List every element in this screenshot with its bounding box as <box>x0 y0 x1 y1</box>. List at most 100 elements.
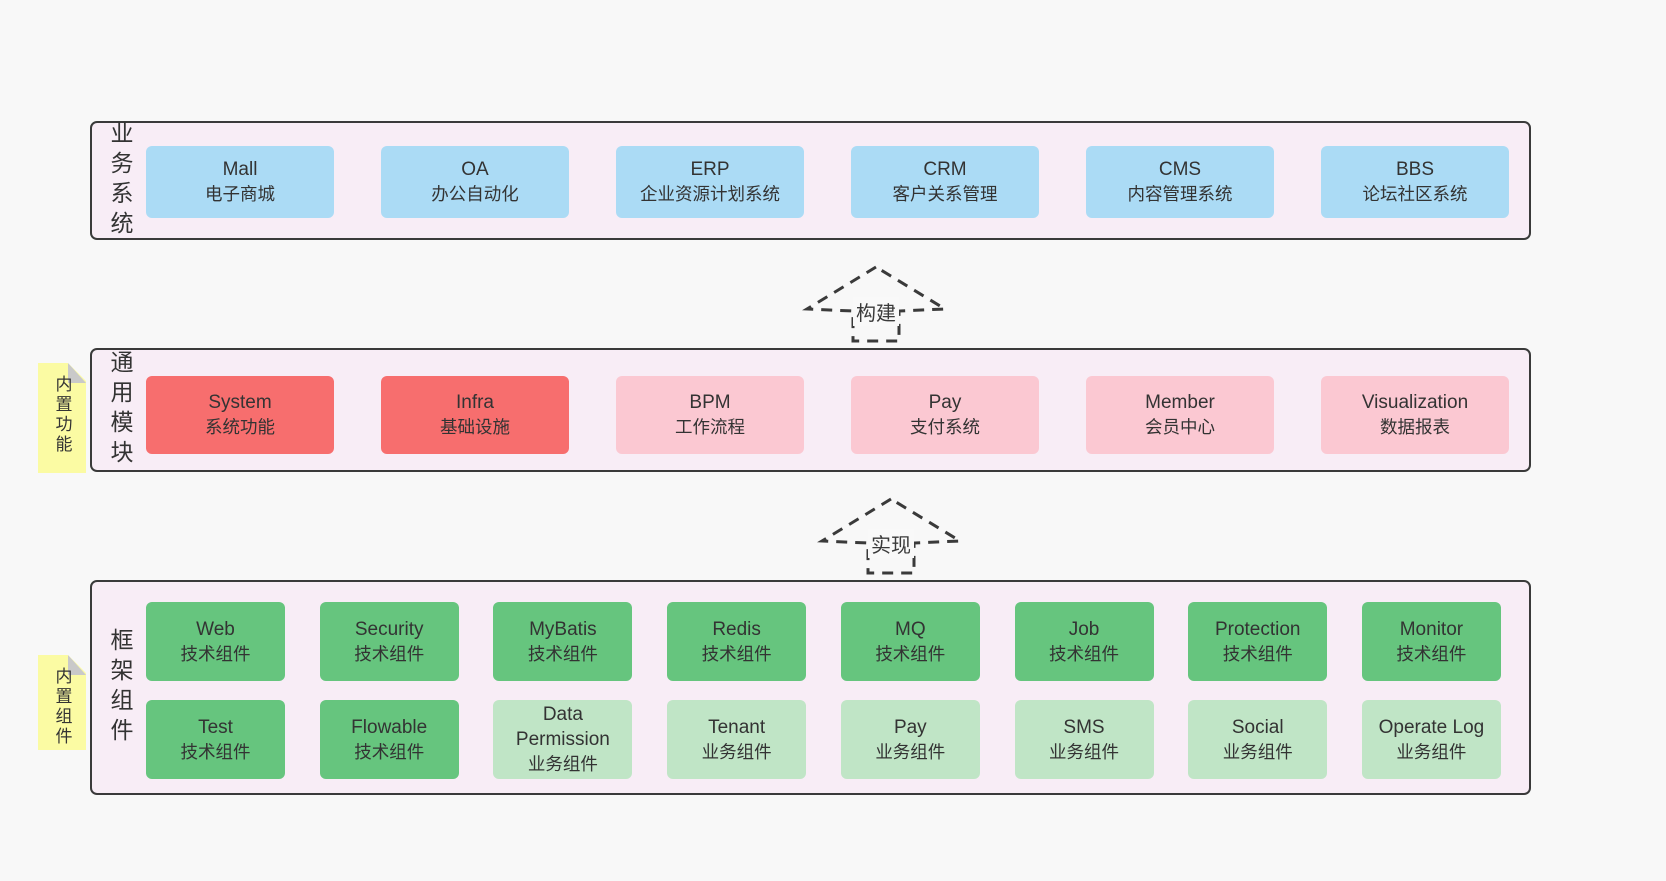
box-subtitle: 技术组件 <box>354 741 425 762</box>
box-web: Web 技术组件 <box>146 602 285 681</box>
box-title: Infra <box>455 392 495 413</box>
box-title: Protection <box>1214 618 1301 640</box>
box-title: SMS <box>1063 716 1105 738</box>
box-security: Security 技术组件 <box>319 602 459 681</box>
box-title: Pay <box>893 716 927 738</box>
box-oa: OA 办公自动化 <box>381 146 569 218</box>
box-mybatis: MyBatis 技术组件 <box>493 602 633 681</box>
box-cms: CMS 内容管理系统 <box>1086 146 1274 218</box>
box-system: System 系统功能 <box>146 376 334 454</box>
box-title: BBS <box>1395 159 1435 180</box>
box-subtitle: 技术组件 <box>354 643 425 664</box>
box-bpm: BPM 工作流程 <box>616 376 804 454</box>
box-title: Operate Log <box>1378 716 1485 738</box>
box-crm: CRM 客户关系管理 <box>851 146 1039 218</box>
sticky-note-built-in-components: 内置组件 <box>38 655 86 750</box>
box-bbs: BBS 论坛社区系统 <box>1321 146 1509 218</box>
box-subtitle: 技术组件 <box>180 741 251 762</box>
box-subtitle: 业务组件 <box>1396 741 1467 762</box>
box-monitor: Monitor 技术组件 <box>1361 602 1501 681</box>
layer-label-common-modules: 通用模块 <box>107 350 133 470</box>
common-modules-rows: System 系统功能 Infra 基础设施 BPM 工作流程 Pay 支付系统 Member 会… <box>92 350 1529 470</box>
box-sms: SMS 业务组件 <box>1014 700 1154 779</box>
box-title: MQ <box>895 618 926 640</box>
box-subtitle: 业务组件 <box>1049 741 1120 762</box>
box-subtitle: 论坛社区系统 <box>1362 184 1468 204</box>
build-arrow-up-icon: 构建 <box>801 263 951 345</box>
box-title: System <box>208 392 272 413</box>
box-title: MyBatis <box>529 618 597 640</box>
layer-label-business-systems: 业务系统 <box>107 120 133 241</box>
box-subtitle: 业务组件 <box>1222 741 1293 762</box>
box-title: Monitor <box>1399 618 1464 640</box>
box-redis: Redis 技术组件 <box>667 602 807 681</box>
dashed-up-arrow-icon <box>802 265 950 343</box>
box-subtitle: 支付系统 <box>910 417 980 437</box>
box-flowable: Flowable 技术组件 <box>319 700 459 779</box>
box-subtitle: 业务组件 <box>527 754 598 774</box>
layer-common-modules: 通用模块 System 系统功能 Infra 基础设施 BPM 工作流程 Pay 支付系统 Me… <box>90 348 1531 472</box>
box-subtitle: 技术组件 <box>1049 643 1120 664</box>
box-title: Data Permission <box>515 704 610 750</box>
box-visualization: Visualization 数据报表 <box>1321 376 1509 454</box>
box-title: Test <box>198 716 233 738</box>
layer-business-systems: 业务系统 Mall 电子商城 OA 办公自动化 ERP 企业资源计划系统 CRM 客户关系管理… <box>90 120 1531 241</box>
box-title: Mall <box>222 159 258 180</box>
box-data-permission: Data Permission 业务组件 <box>493 700 633 779</box>
box-title: ERP <box>690 159 730 180</box>
box-subtitle: 基础设施 <box>440 417 510 437</box>
box-title: Web <box>196 618 235 640</box>
box-subtitle: 业务组件 <box>875 741 946 762</box>
box-subtitle: 电子商城 <box>205 184 275 204</box>
box-title: Job <box>1068 618 1100 640</box>
box-subtitle: 技术组件 <box>875 643 946 664</box>
box-title: Redis <box>712 618 761 640</box>
implement-arrow-label: 实现 <box>868 529 914 558</box>
build-arrow-label: 构建 <box>853 297 899 326</box>
box-title: Member <box>1145 392 1215 413</box>
box-subtitle: 办公自动化 <box>431 184 519 204</box>
box-subtitle: 业务组件 <box>701 741 772 762</box>
box-title: OA <box>461 159 489 180</box>
box-subtitle: 企业资源计划系统 <box>640 184 780 204</box>
box-pay: Pay 支付系统 <box>851 376 1039 454</box>
box-title: CRM <box>923 159 967 180</box>
box-member: Member 会员中心 <box>1086 376 1274 454</box>
box-subtitle: 技术组件 <box>701 643 772 664</box>
box-title: Security <box>354 618 424 640</box>
note-text-built-in-features: 内置功能 <box>52 375 72 455</box>
box-mq: MQ 技术组件 <box>840 602 980 681</box>
box-protection: Protection 技术组件 <box>1188 602 1328 681</box>
dashed-up-arrow-icon <box>817 497 965 575</box>
box-title: Visualization <box>1361 392 1469 413</box>
box-job: Job 技术组件 <box>1014 602 1154 681</box>
box-pay: Pay 业务组件 <box>840 700 980 779</box>
box-tenant: Tenant 业务组件 <box>667 700 807 779</box>
box-subtitle: 会员中心 <box>1145 417 1215 437</box>
box-subtitle: 技术组件 <box>1396 643 1467 664</box>
implement-arrow-up-icon: 实现 <box>816 495 966 577</box>
box-subtitle: 工作流程 <box>675 417 745 437</box>
box-subtitle: 内容管理系统 <box>1127 184 1233 204</box>
box-infra: Infra 基础设施 <box>381 376 569 454</box>
box-test: Test 技术组件 <box>146 700 285 779</box>
box-title: CMS <box>1158 159 1202 180</box>
box-title: Flowable <box>351 716 428 738</box>
box-title: Tenant <box>708 716 766 738</box>
box-subtitle: 技术组件 <box>527 643 598 664</box>
layer-label-framework-components: 框架组件 <box>107 627 133 748</box>
box-row: System 系统功能 Infra 基础设施 BPM 工作流程 Pay 支付系统 Member 会… <box>146 376 1509 454</box>
box-subtitle: 技术组件 <box>1222 643 1293 664</box>
note-text-built-in-components: 内置组件 <box>52 667 72 747</box>
box-subtitle: 系统功能 <box>205 417 275 437</box>
box-title: BPM <box>689 392 731 413</box>
box-title: Pay <box>928 392 962 413</box>
box-subtitle: 数据报表 <box>1380 417 1450 437</box>
box-subtitle: 技术组件 <box>180 643 251 664</box>
box-subtitle: 客户关系管理 <box>892 184 998 204</box>
business-systems-rows: Mall 电子商城 OA 办公自动化 ERP 企业资源计划系统 CRM 客户关系管理 CMS 内容… <box>92 123 1529 238</box>
